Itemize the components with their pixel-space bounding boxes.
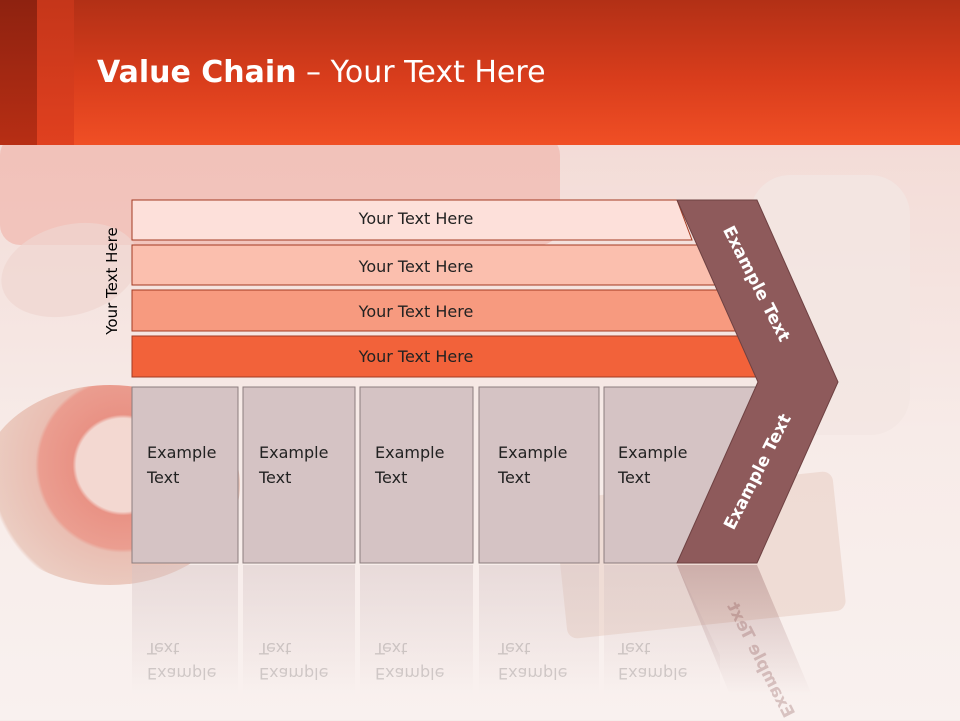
cell-label-1-line1: Example (147, 443, 217, 462)
row-label-3: Your Text Here (358, 302, 474, 321)
cell-label-3-line2: Text (375, 468, 408, 487)
slide-header: Value Chain – Your Text Here (0, 0, 960, 145)
chain-row-1[interactable] (131, 199, 693, 241)
cell-label-5-line1: Example (618, 443, 688, 462)
row-label-4: Your Text Here (358, 347, 474, 366)
chain-cell-3[interactable] (359, 386, 474, 564)
cell-label-5-line2: Text (618, 468, 651, 487)
cell-label-1-line2: Text (147, 468, 180, 487)
title-rest: – Your Text Here (296, 55, 546, 90)
chain-cell-1[interactable] (131, 386, 239, 564)
value-chevron[interactable] (676, 199, 839, 564)
header-stripe-mid (37, 0, 74, 145)
chain-cell-2[interactable] (242, 386, 356, 564)
title-bold: Value Chain (97, 55, 297, 90)
header-stripe-dark (0, 0, 37, 145)
chain-cell-4[interactable] (478, 386, 600, 564)
slide-title[interactable]: Value Chain – Your Text Here (97, 55, 546, 90)
cell-label-3-line1: Example (375, 443, 445, 462)
row-label-1: Your Text Here (358, 209, 474, 228)
cell-label-4-line2: Text (498, 468, 531, 487)
cell-label-2-line1: Example (259, 443, 329, 462)
diagram-reflection (132, 565, 812, 695)
side-label: Your Text Here (103, 227, 121, 335)
cell-label-4-line1: Example (498, 443, 568, 462)
cell-label-2-line2: Text (259, 468, 292, 487)
row-label-2: Your Text Here (358, 257, 474, 276)
